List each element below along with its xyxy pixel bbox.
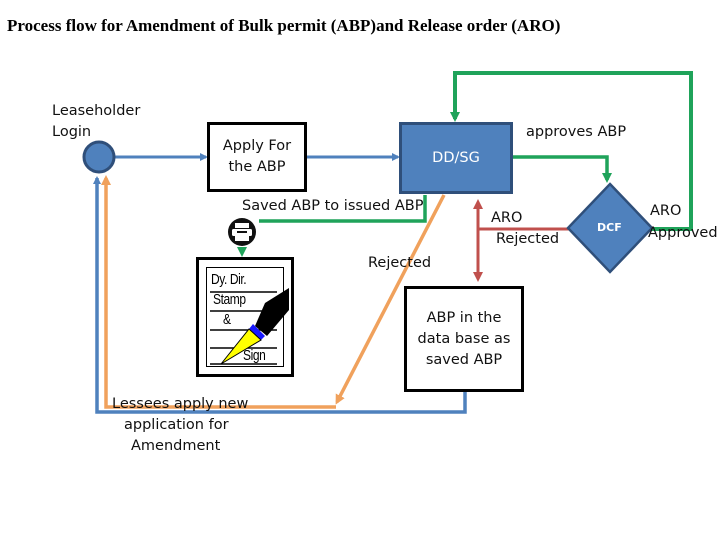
leaseholder-login-label: Leaseholder Login	[52, 101, 140, 143]
lessees-label-line1: Lessees apply new	[112, 396, 249, 412]
printer-icon	[228, 218, 256, 246]
pen-icon	[210, 288, 289, 365]
diagram-title: Process flow for Amendment of Bulk permi…	[7, 16, 561, 35]
label-line: Leaseholder	[52, 103, 141, 119]
edge-database-to-login-blue	[93, 176, 467, 414]
stamp-text-title: Dy. Dir.	[211, 271, 247, 288]
label-line: Login	[52, 124, 92, 140]
stamp-text-stamp: Stamp	[213, 291, 246, 308]
edge-lessees-to-login-orange	[101, 175, 336, 409]
box-text: Apply For	[222, 138, 292, 154]
rejected-label: Rejected	[368, 255, 432, 271]
aro-rejected-label-line1: ARO	[491, 210, 523, 226]
lessees-label-line3: Amendment	[131, 438, 221, 454]
approves-abp-label: approves ABP	[526, 124, 627, 140]
box-text: the ABP	[228, 159, 286, 175]
stamp-text-ampersand: &	[223, 311, 231, 328]
aro-approved-label-line2: Approved	[648, 225, 718, 241]
stamp-frame: Dy. Dir. Stamp & Sign	[206, 267, 289, 367]
edge-saved-to-issued	[259, 195, 427, 223]
box-text: DD/SG	[432, 149, 480, 166]
edge-aro-approved-loop	[450, 71, 693, 231]
aro-rejected-label-line2: Rejected	[496, 231, 560, 247]
edge-rejected-orange	[335, 194, 446, 405]
stamp-and-sign-image: Dy. Dir. Stamp & Sign	[196, 257, 294, 377]
box-text: saved ABP	[425, 351, 503, 368]
lessees-label-line2: application for	[124, 417, 229, 433]
box-text: ABP in the	[426, 309, 502, 326]
leaseholder-login-node[interactable]	[82, 140, 116, 174]
dcf-node[interactable]	[566, 182, 654, 274]
stamp-text-sign: Sign	[243, 347, 266, 364]
box-text: data base as	[417, 330, 511, 347]
dcf-label: DCF	[597, 221, 622, 234]
database-box[interactable]: ABP in the data base as saved ABP	[404, 286, 524, 392]
apply-abp-box[interactable]: Apply For the ABP	[207, 122, 307, 192]
dd-sg-box[interactable]: DD/SG	[399, 122, 513, 194]
aro-approved-label-line1: ARO	[650, 203, 682, 219]
edge-approves-abp	[512, 155, 612, 183]
saved-to-issued-label: Saved ABP to issued ABP	[242, 198, 424, 214]
